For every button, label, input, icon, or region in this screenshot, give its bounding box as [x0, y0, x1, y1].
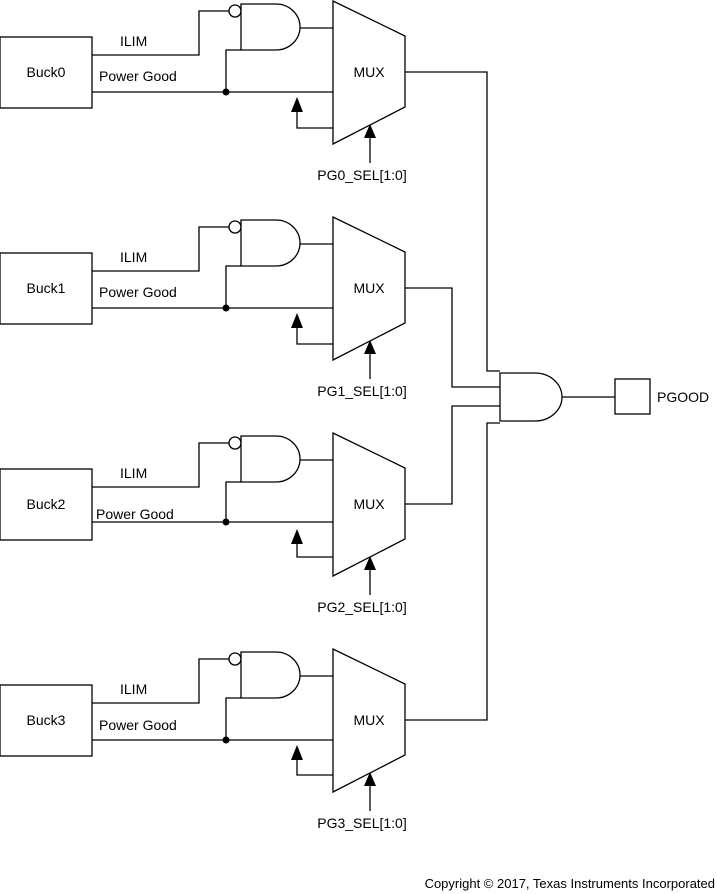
arrow-up-icon [364, 772, 376, 786]
power-good-label: Power Good [99, 717, 177, 733]
mux-block [332, 647, 406, 794]
junction-dot [222, 304, 230, 312]
buck-label: Buck0 [27, 64, 66, 80]
buck-box [0, 252, 93, 325]
junction-dot [222, 518, 230, 526]
ilim-label: ILIM [120, 681, 147, 697]
arrow-up-icon [291, 97, 303, 112]
and-feedback-wire [225, 265, 241, 308]
and-feedback-wire [225, 49, 241, 92]
arrow-up-icon [291, 529, 303, 544]
mux-loop-wire [296, 543, 333, 558]
mux1-output-wire [405, 287, 500, 388]
channel-2: Buck2 ILIM Power Good MUX PG2_SEL[1:0] [0, 431, 407, 615]
mux3-output-wire [405, 422, 500, 721]
channel-3: Buck3 ILIM Power Good MUX PG3_SEL[1:0] [0, 647, 407, 831]
mux-label: MUX [353, 496, 385, 512]
power-good-label: Power Good [99, 284, 177, 300]
ilim-wire [92, 226, 229, 272]
arrow-up-icon [291, 313, 303, 328]
mux-label: MUX [353, 712, 385, 728]
ilim-wire [92, 658, 229, 704]
ilim-wire [92, 442, 229, 488]
buck-box [0, 684, 93, 757]
arrow-up-icon [364, 124, 376, 138]
power-good-label: Power Good [96, 506, 174, 522]
inverter-bubble-icon [228, 652, 242, 666]
and-feedback-wire [225, 697, 241, 740]
and-gate-icon [240, 3, 301, 51]
buck-box [0, 468, 93, 541]
power-good-label: Power Good [99, 68, 177, 84]
ilim-label: ILIM [120, 249, 147, 265]
mux-block [332, 215, 406, 362]
ilim-label: ILIM [120, 33, 147, 49]
arrow-up-icon [291, 745, 303, 760]
buck-box [0, 36, 93, 109]
and-gate-icon [240, 435, 301, 483]
buck-label: Buck3 [27, 712, 66, 728]
pgood-label: PGOOD [657, 389, 709, 405]
sel-label: PG1_SEL[1:0] [317, 383, 407, 399]
junction-dot [222, 88, 230, 96]
mux-block [332, 431, 406, 578]
mux0-output-wire [405, 71, 500, 372]
mux-block [332, 0, 406, 146]
inverter-bubble-icon [228, 220, 242, 234]
sel-label: PG3_SEL[1:0] [317, 815, 407, 831]
final-and-gate-icon [499, 372, 563, 422]
arrow-up-icon [364, 556, 376, 570]
channel-1: Buck1 ILIM Power Good MUX PG1_SEL[1:0] [0, 215, 407, 399]
sel-label: PG2_SEL[1:0] [317, 599, 407, 615]
mux2-output-wire [405, 405, 500, 505]
junction-dot [222, 736, 230, 744]
and-gate-icon [240, 651, 301, 699]
pgood-pin [614, 378, 651, 415]
sel-label: PG0_SEL[1:0] [317, 167, 407, 183]
ilim-wire [92, 10, 229, 56]
ilim-label: ILIM [120, 465, 147, 481]
mux-loop-wire [296, 327, 333, 345]
mux-loop-wire [296, 111, 333, 129]
inverter-bubble-icon [228, 436, 242, 450]
and-gate-icon [240, 219, 301, 267]
mux-loop-wire [296, 759, 333, 776]
buck-label: Buck2 [27, 496, 66, 512]
inverter-bubble-icon [228, 4, 242, 18]
copyright-text: Copyright © 2017, Texas Instruments Inco… [424, 876, 715, 891]
and-feedback-wire [225, 481, 241, 522]
arrow-up-icon [364, 340, 376, 354]
channel-0: Buck0 ILIM Power Good MUX PG0_SEL[1:0] [0, 0, 407, 183]
buck-label: Buck1 [27, 280, 66, 296]
mux-label: MUX [353, 280, 385, 296]
mux-label: MUX [353, 64, 385, 80]
